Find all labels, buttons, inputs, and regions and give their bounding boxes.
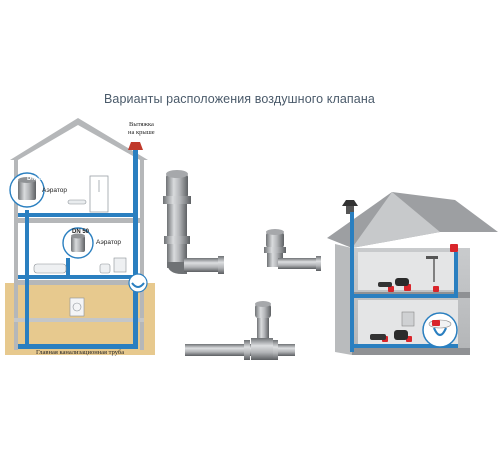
basement-floor (14, 318, 144, 322)
washing-machine (69, 297, 85, 317)
dn50-label: DN 50 (72, 229, 90, 235)
bathtub (33, 263, 67, 274)
dn110-label: DN 110 (27, 176, 48, 182)
toilet (99, 263, 111, 274)
shower-cabin (89, 175, 109, 213)
floor-2 (14, 218, 144, 223)
left-roof (10, 118, 148, 160)
right-house (327, 192, 498, 355)
red-valve-top (450, 244, 458, 252)
valve-dn110-vertical (163, 170, 224, 274)
left-house (5, 118, 155, 355)
valve-tee-horizontal (185, 301, 295, 360)
main-pipe-label: Главная канализационная труба (36, 349, 124, 356)
aerator-label-1: Аэратор (42, 187, 67, 194)
roof-vent-label-2: на крыше (128, 129, 155, 136)
diagram-title: Варианты расположения воздушного клапана (104, 92, 375, 106)
left-riser-pipe (133, 148, 138, 348)
right-riser-pipe (350, 212, 354, 352)
main-sewer-pipe (18, 344, 138, 349)
sink-upper (67, 199, 87, 205)
roof-vent-cap (128, 142, 143, 150)
valve-dn50-horizontal (264, 229, 321, 271)
floor-1 (14, 280, 144, 285)
aerator-label-2: Аэратор (96, 239, 121, 246)
sink-trap-callout (422, 312, 458, 348)
right-roof-vent (342, 200, 358, 206)
roof-vent-label: Вытяжка (129, 121, 154, 128)
